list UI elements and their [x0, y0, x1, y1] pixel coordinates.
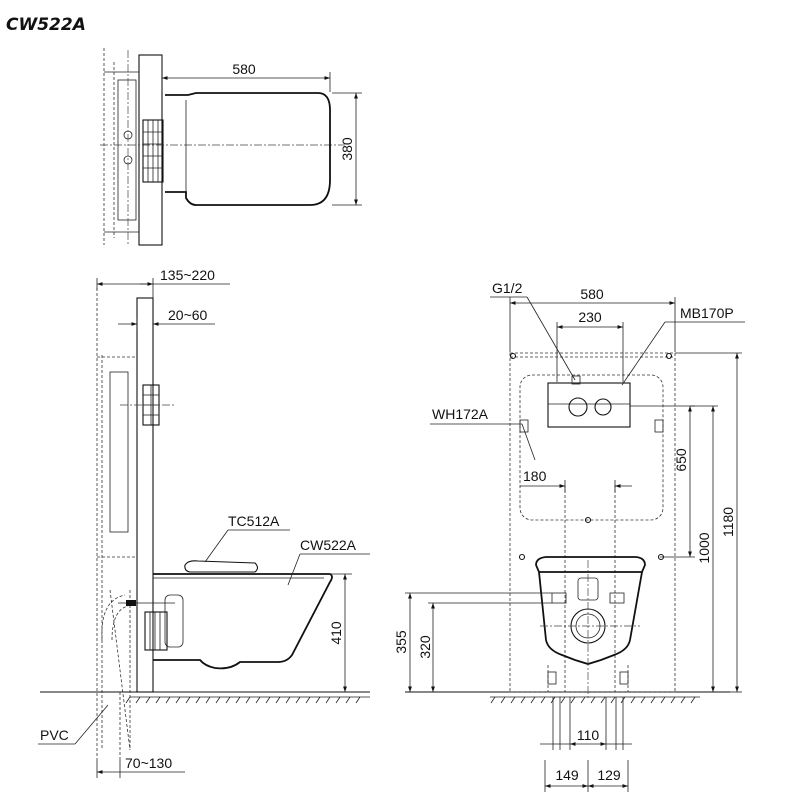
bowl-label: CW522A	[300, 537, 357, 553]
leader-plate: MB170P	[621, 305, 745, 386]
dim-front-width-label: 580	[580, 286, 604, 302]
dim-side-height-label: 410	[328, 621, 344, 645]
dim-mid-height: 1000	[690, 405, 718, 692]
dim-left-offset-label: 149	[555, 767, 579, 783]
dim-plate-height: 650	[630, 405, 695, 558]
dim-offsets: 149 129	[544, 760, 629, 792]
side-view-seat	[184, 560, 259, 573]
dim-front-width: 580	[509, 286, 676, 352]
leader-tank: WH172A	[430, 406, 536, 461]
top-view: 580 380	[100, 48, 362, 246]
dim-side-bottom: 70~130	[96, 755, 185, 778]
dim-top-width: 580	[161, 55, 331, 92]
dim-plate-height-label: 650	[673, 448, 689, 472]
dim-frame-height: 1180	[675, 352, 742, 693]
front-view-bolts	[547, 671, 629, 750]
dim-tank-width: 180	[520, 468, 632, 492]
dim-plate-width: 230	[556, 309, 624, 382]
dim-outlet-height-label: 355	[393, 630, 409, 654]
dim-side-finish: 20~60	[118, 307, 215, 330]
tank-label: WH172A	[432, 406, 489, 422]
top-view-wall	[100, 48, 345, 246]
dim-frame-height-label: 1180	[720, 507, 736, 537]
dim-side-bottom-label: 70~130	[125, 755, 172, 771]
side-view-frame	[96, 288, 154, 760]
front-view-bowl	[535, 556, 646, 700]
leader-pvc: PVC	[38, 704, 109, 745]
dim-inlet-height-label: 320	[417, 635, 433, 659]
dim-side-range-label: 135~220	[160, 267, 215, 283]
plate-label: MB170P	[680, 305, 734, 321]
pvc-label: PVC	[40, 727, 69, 743]
leader-inlet: G1/2	[490, 280, 576, 381]
dim-top-depth: 380	[332, 92, 362, 206]
front-view: G1/2 580 230 MB170P WH172A	[393, 280, 745, 792]
side-view-floor	[40, 691, 370, 704]
dim-outlet-height: 355	[393, 592, 552, 692]
model-title: CW522A	[6, 15, 86, 35]
dim-mid-height-label: 1000	[696, 532, 712, 563]
flush-plate	[547, 375, 631, 428]
dim-spacing-label: 110	[577, 727, 600, 743]
leader-bowl: CW522A	[287, 537, 370, 586]
dim-plate-width-label: 230	[578, 309, 602, 325]
side-view-fixing	[120, 384, 175, 426]
side-view: 135~220 20~60 TC512A CW522A 410	[38, 267, 370, 778]
side-view-connector	[118, 594, 184, 651]
top-view-bowl	[165, 92, 331, 206]
seat-label: TC512A	[228, 513, 280, 529]
dim-side-range: 135~220	[96, 267, 230, 298]
leader-seat: TC512A	[204, 513, 290, 563]
front-view-frame	[509, 352, 676, 693]
dim-side-height: 410	[328, 573, 352, 692]
inlet-label: G1/2	[492, 280, 523, 296]
dim-spacing: 110	[540, 727, 632, 746]
front-view-floor	[405, 691, 730, 704]
dim-top-depth-label: 380	[339, 137, 355, 161]
top-view-fixing	[142, 119, 164, 183]
dim-right-offset-label: 129	[597, 767, 621, 783]
side-view-bowl	[153, 573, 333, 670]
dim-tank-width-label: 180	[523, 468, 547, 484]
dim-inlet-height: 320	[417, 602, 552, 692]
dim-side-finish-label: 20~60	[168, 307, 208, 323]
dim-top-width-label: 580	[232, 61, 256, 77]
